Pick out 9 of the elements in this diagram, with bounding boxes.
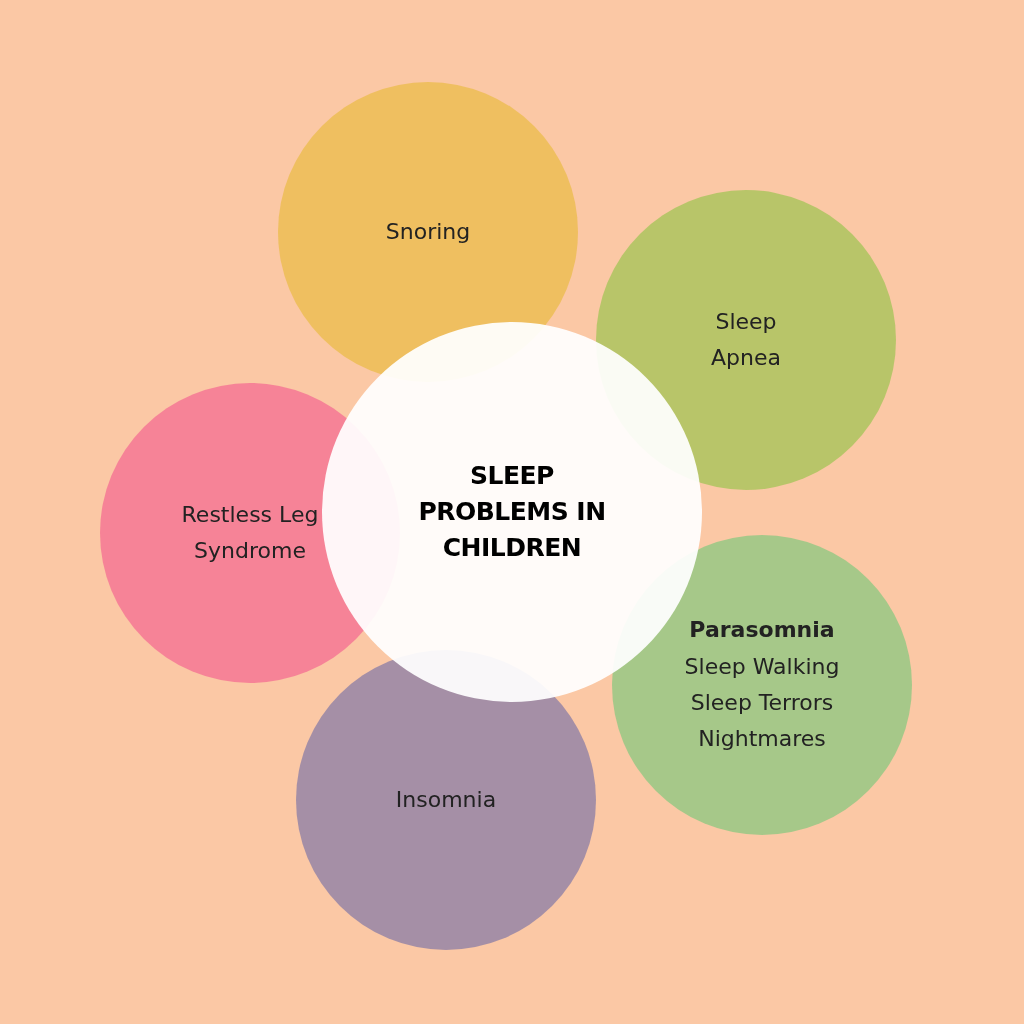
topic-label: Insomnia <box>395 785 497 814</box>
topic-label: Sleep Terrors <box>690 689 834 717</box>
topic-label: Sleep Walking <box>684 652 840 681</box>
topic-label: Sleep Apnea <box>710 307 782 372</box>
diagram-heading: SLEEP PROBLEMS IN CHILDREN <box>417 459 607 565</box>
category-heading: Parasomnia <box>689 616 835 645</box>
topic-label: Snoring <box>385 217 471 246</box>
topic-label: Nightmares <box>698 725 826 754</box>
topic-label: Restless Leg Syndrome <box>180 500 320 565</box>
